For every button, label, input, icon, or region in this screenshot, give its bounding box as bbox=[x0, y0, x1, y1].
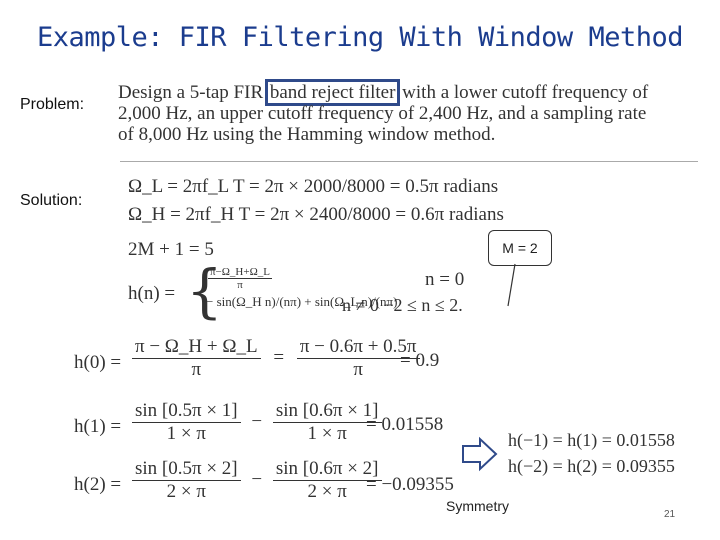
problem-text: of 8,000 Hz using the Hamming window met… bbox=[118, 124, 496, 145]
h0-lhs: h(0) = bbox=[74, 352, 122, 373]
problem-text: 2,000 Hz, an upper cutoff frequency of 2… bbox=[118, 103, 647, 124]
h2-num1: sin [0.5π × 2] bbox=[132, 458, 241, 481]
symmetry-result-2: h(−2) = h(2) = 0.09355 bbox=[508, 456, 675, 476]
problem-text: Design a 5-tap FIR bbox=[118, 82, 268, 103]
hn-lhs: h(n) = bbox=[128, 283, 176, 304]
h2-terms: sin [0.5π × 2]2 × π − sin [0.6π × 2]2 × … bbox=[132, 458, 382, 503]
h1-value: = 0.01558 bbox=[366, 414, 444, 435]
h1-num2: sin [0.6π × 1] bbox=[272, 400, 382, 423]
h1-num1: sin [0.5π × 1] bbox=[132, 400, 241, 423]
h1-lhs: h(1) = bbox=[74, 416, 122, 437]
callout-pointer bbox=[507, 263, 516, 307]
hn-case1-den: π bbox=[237, 279, 243, 291]
omega-h-equation: Ω_H = 2πf_H T = 2π × 2400/8000 = 0.6π ra… bbox=[128, 204, 504, 225]
symmetry-label: Symmetry bbox=[446, 498, 509, 514]
hn-case1-num: π−Ω_H+Ω_L bbox=[208, 266, 272, 279]
m-callout: M = 2 bbox=[488, 230, 552, 266]
divider bbox=[120, 161, 698, 162]
h1-den1: 1 × π bbox=[166, 423, 206, 444]
page-number: 21 bbox=[664, 509, 676, 520]
order-equation: 2M + 1 = 5 bbox=[128, 239, 214, 260]
h2-den2: 2 × π bbox=[307, 481, 347, 502]
h0-num2: π − 0.6π + 0.5π bbox=[296, 336, 420, 359]
omega-l-equation: Ω_L = 2πf_L T = 2π × 2000/8000 = 0.5π ra… bbox=[128, 176, 499, 197]
h2-den1: 2 × π bbox=[166, 481, 206, 502]
brace: { bbox=[186, 257, 223, 325]
h1-den2: 1 × π bbox=[307, 423, 347, 444]
problem-label: Problem: bbox=[20, 96, 85, 113]
h2-num2: sin [0.6π × 2] bbox=[272, 458, 382, 481]
highlighted-phrase: band reject filter bbox=[264, 79, 401, 106]
h0-value: = 0.9 bbox=[400, 350, 440, 371]
problem-statement: Design a 5-tap FIR band reject filter wi… bbox=[118, 79, 708, 145]
hn-case1-cond: n = 0 bbox=[425, 269, 465, 290]
h2-lhs: h(2) = bbox=[74, 474, 122, 495]
page-title: Example: FIR Filtering With Window Metho… bbox=[37, 22, 683, 53]
h0-den1: π bbox=[191, 359, 202, 380]
h2-value: = −0.09355 bbox=[366, 474, 454, 495]
hn-case2-cond: n ≠ 0 −2 ≤ n ≤ 2. bbox=[342, 295, 463, 315]
solution-label: Solution: bbox=[20, 192, 83, 209]
symmetry-result-1: h(−1) = h(1) = 0.01558 bbox=[508, 430, 675, 450]
h0-num1: π − Ω_H + Ω_L bbox=[132, 336, 261, 359]
hn-case1: π−Ω_H+Ω_L π bbox=[208, 266, 272, 291]
h0-den2: π bbox=[353, 359, 363, 380]
arrow-right-icon bbox=[462, 436, 498, 472]
hn-case2: − sin(Ω_H n)/(nπ) + sin(Ω_L n)/(nπ) bbox=[206, 294, 398, 309]
h1-terms: sin [0.5π × 1]1 × π − sin [0.6π × 1]1 × … bbox=[132, 400, 382, 445]
problem-text: with a lower cutoff frequency of bbox=[397, 82, 649, 103]
